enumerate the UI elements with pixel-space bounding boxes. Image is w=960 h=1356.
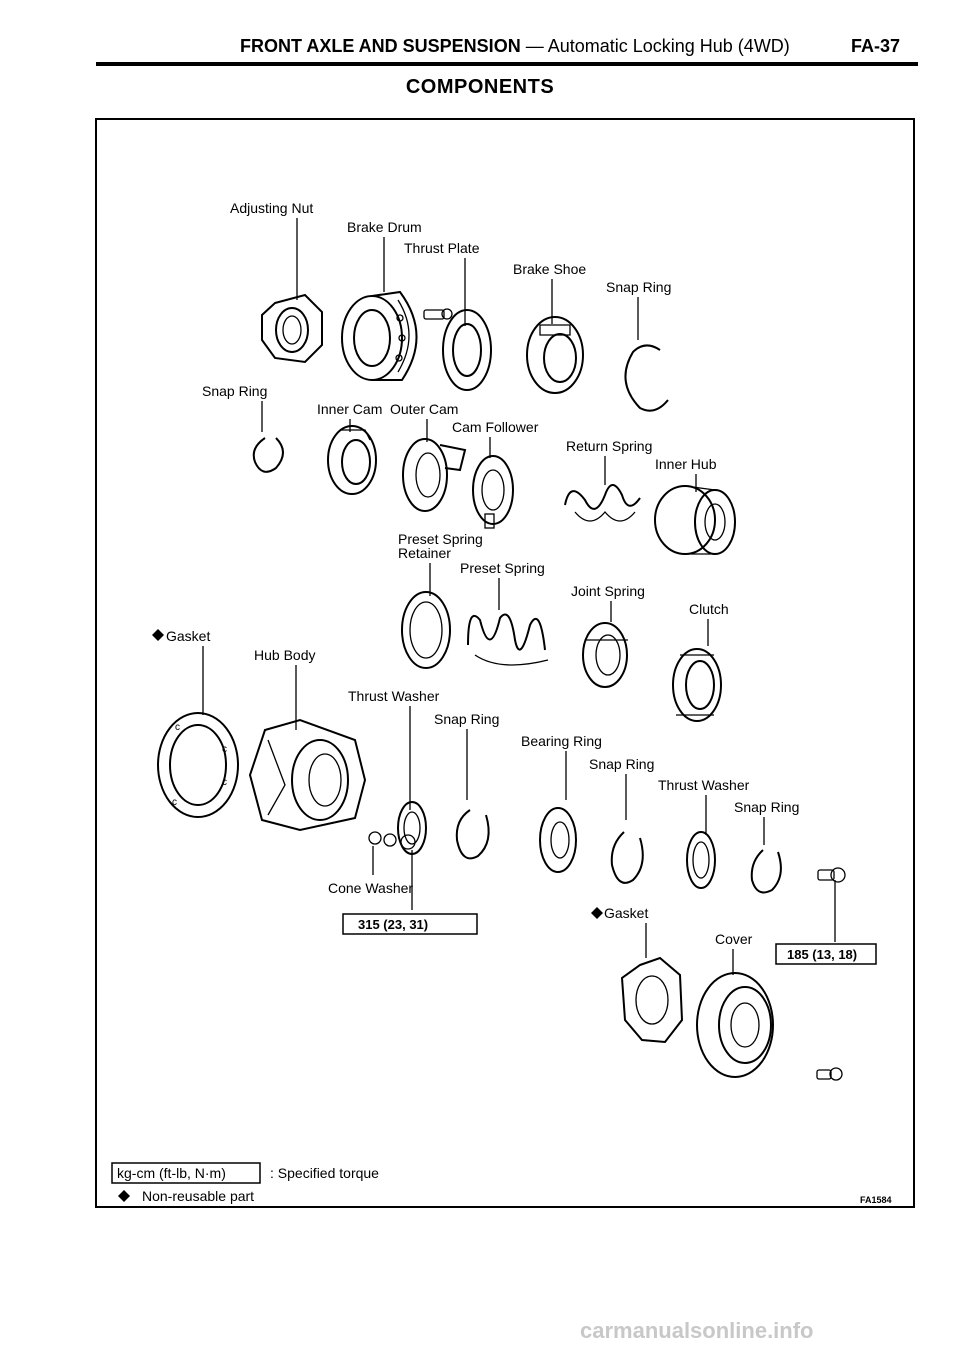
cone-washer-bolts-part [368, 831, 416, 850]
snap-ring-5-part [750, 849, 782, 894]
outer-cam-part [402, 438, 467, 512]
brake-shoe-part [526, 316, 584, 394]
gasket-2-part [620, 956, 684, 1044]
snap-ring-1-part [624, 344, 669, 412]
label-joint-spring: Joint Spring [571, 583, 645, 599]
label-snap-ring-1: Snap Ring [606, 279, 671, 295]
snap-ring-2-part [252, 437, 284, 473]
brake-screw-part [423, 308, 453, 320]
label-outer-cam: Outer Cam [390, 401, 458, 417]
diagram-frame [95, 118, 915, 1208]
return-spring-part [564, 484, 641, 522]
thrust-washer-2-part [686, 831, 716, 889]
figure-code: FA1584 [860, 1195, 892, 1205]
label-bearing-ring: Bearing Ring [521, 733, 602, 749]
preset-spring-part [467, 613, 549, 666]
label-preset-spring-retainer-1: Preset Spring [398, 531, 483, 547]
label-gasket-1: Gasket [166, 628, 210, 644]
svg-text:c: c [175, 722, 180, 733]
label-gasket-2: Gasket [604, 905, 648, 921]
adjusting-nut-part [261, 293, 323, 364]
label-clutch: Clutch [689, 601, 729, 617]
label-cover: Cover [715, 931, 753, 947]
legend-nonreusable-text: Non-reusable part [142, 1188, 254, 1204]
label-adjusting-nut: Adjusting Nut [230, 200, 313, 216]
torque-value-cover: 185 (13, 18) [787, 947, 857, 962]
nonreusable-marker-gasket-2 [591, 907, 603, 919]
brake-drum-part [341, 290, 418, 381]
label-cam-follower: Cam Follower [452, 419, 539, 435]
preset-spring-retainer-part [401, 591, 451, 669]
torque-value-hub-body: 315 (23, 31) [358, 917, 428, 932]
label-cone-washer: Cone Washer [328, 880, 413, 896]
label-preset-spring-retainer-2: Retainer [398, 545, 451, 561]
label-snap-ring-2: Snap Ring [202, 383, 267, 399]
label-brake-drum: Brake Drum [347, 219, 422, 235]
cam-follower-part [472, 455, 514, 529]
label-thrust-plate: Thrust Plate [404, 240, 480, 256]
snap-ring-4-part [610, 831, 644, 884]
gasket-1-part: c c c c [157, 712, 239, 818]
label-return-spring: Return Spring [566, 438, 652, 454]
label-snap-ring-4: Snap Ring [589, 756, 654, 772]
cover-bolt-part [817, 867, 846, 883]
watermark: carmanualsonline.info [580, 1318, 814, 1343]
legend-nonreusable-marker [118, 1190, 130, 1202]
label-hub-body: Hub Body [254, 647, 315, 663]
legend-torque-text: : Specified torque [270, 1165, 379, 1181]
legend-torque-units: kg-cm (ft-lb, N·m) [117, 1165, 226, 1181]
section-name: FRONT AXLE AND SUSPENSION [240, 36, 521, 56]
label-snap-ring-5: Snap Ring [734, 799, 799, 815]
label-preset-spring: Preset Spring [460, 560, 545, 576]
bearing-ring-part [539, 807, 577, 873]
page-title: COMPONENTS [405, 76, 555, 98]
torque-box-cover [775, 943, 877, 965]
label-inner-cam: Inner Cam [317, 401, 382, 417]
joint-spring-part [582, 622, 628, 688]
label-brake-shoe: Brake Shoe [513, 261, 586, 277]
cover-screw-part [816, 1067, 843, 1081]
label-thrust-washer-1: Thrust Washer [348, 688, 440, 704]
thrust-plate-part [442, 309, 492, 391]
svg-text:c: c [172, 797, 177, 808]
page-header: FRONT AXLE AND SUSPENSION — Automatic Lo… [0, 34, 960, 64]
section-title: FRONT AXLE AND SUSPENSION — Automatic Lo… [240, 36, 790, 57]
hub-body-part [248, 718, 367, 832]
cover-part [696, 972, 774, 1078]
label-thrust-washer-2: Thrust Washer [658, 777, 750, 793]
label-inner-hub: Inner Hub [655, 456, 717, 472]
clutch-part [672, 648, 722, 722]
section-subtitle: — Automatic Locking Hub (4WD) [525, 36, 790, 56]
page-number: FA-37 [851, 36, 901, 56]
torque-box-hub-body [342, 913, 478, 935]
legend-torque-box [111, 1162, 261, 1184]
label-snap-ring-3: Snap Ring [434, 711, 499, 727]
snap-ring-3-part [455, 809, 490, 860]
svg-text:c: c [222, 744, 227, 755]
svg-text:c: c [222, 777, 227, 788]
nonreusable-marker-gasket-1 [152, 629, 164, 641]
inner-cam-part [327, 425, 377, 495]
header-divider [96, 62, 918, 66]
inner-hub-part [654, 485, 736, 555]
